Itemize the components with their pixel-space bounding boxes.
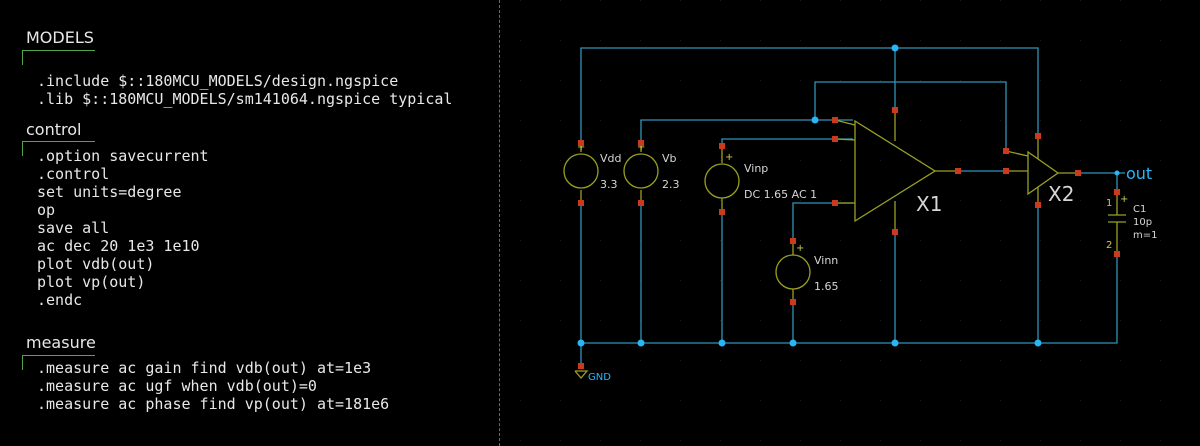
- code-line: .lib $::180MCU_MODELS/sm141064.ngspice t…: [37, 90, 453, 108]
- vinp-name: Vinp: [744, 162, 768, 175]
- section-underline: [22, 355, 95, 370]
- code-line: plot vdb(out): [37, 255, 155, 273]
- code-line: set units=degree: [37, 183, 182, 201]
- vb-source-circle: [623, 153, 659, 189]
- code-line: op: [37, 201, 56, 219]
- x2-pin-line: [1005, 150, 1029, 157]
- code-line: ac dec 20 1e3 1e10: [37, 237, 200, 255]
- models-code-block: .include $::180MCU_MODELS/design.ngspice…: [37, 72, 452, 108]
- x1-pin-line: [834, 119, 856, 126]
- vb-name: Vb: [662, 152, 677, 165]
- gnd-net-label: GND: [588, 372, 611, 383]
- section-title-control: control: [26, 120, 82, 139]
- vb-value: 2.3: [662, 178, 680, 191]
- c1-pin2-label: 2: [1106, 240, 1112, 251]
- x2-buffer-triangle: [1027, 150, 1060, 196]
- code-line: .measure ac phase find vp(out) at=181e6: [37, 395, 390, 413]
- component-symbols: + + + + +: [563, 110, 1128, 379]
- vdd-rail: [580, 47, 1039, 143]
- vinn-value: 1.65: [814, 280, 839, 293]
- code-line: .option savecurrent: [37, 147, 209, 165]
- out-net-label: out: [1126, 164, 1152, 183]
- netlist-panel: MODELS .include $::180MCU_MODELS/design.…: [0, 0, 500, 446]
- c1-name: C1: [1133, 204, 1146, 215]
- vdd-source-circle: [563, 153, 599, 189]
- plus-sign: +: [637, 142, 645, 153]
- x1-label: X1: [916, 192, 942, 216]
- junction-nodes: [577, 44, 1120, 347]
- section-underline: [22, 50, 95, 65]
- x2-label: X2: [1048, 182, 1074, 206]
- vdd-value: 3.3: [600, 178, 618, 191]
- vb-wire: [640, 119, 853, 143]
- vb-to-x2-wire: [814, 81, 1007, 151]
- plus-sign: +: [1120, 194, 1128, 205]
- code-line: .measure ac gain find vdb(out) at=1e3: [37, 359, 372, 377]
- measure-code-block: .measure ac gain find vdb(out) at=1e3.me…: [37, 359, 389, 413]
- code-line: .measure ac ugf when vdb(out)=0: [37, 377, 317, 395]
- section-title-models: MODELS: [26, 28, 94, 47]
- pin-markers: [578, 107, 1120, 369]
- vinp-value: DC 1.65 AC 1: [744, 188, 817, 201]
- x1-opamp-triangle: [854, 119, 937, 223]
- schematic-canvas[interactable]: + + + + + Vdd 3.3 Vb 2.3 Vinp DC 1.65 AC: [500, 0, 1200, 446]
- plus-sign: +: [577, 142, 585, 153]
- code-line: .control: [37, 165, 110, 183]
- code-line: .endc: [37, 291, 83, 309]
- component-labels: Vdd 3.3 Vb 2.3 Vinp DC 1.65 AC 1 Vinn 1.…: [588, 152, 1157, 383]
- x1-pin-line: [834, 138, 856, 141]
- code-line: save all: [37, 219, 110, 237]
- c1-multiplier: m=1: [1133, 230, 1157, 241]
- ground-rail: [580, 203, 1118, 344]
- code-line: .include $::180MCU_MODELS/design.ngspice: [37, 72, 399, 90]
- panel-divider: [499, 0, 501, 446]
- vdd-name: Vdd: [600, 152, 622, 165]
- grid-background: [500, 0, 1200, 446]
- c1-value: 10p: [1133, 217, 1152, 228]
- vinn-name: Vinn: [814, 254, 838, 267]
- section-title-measure: measure: [26, 333, 96, 352]
- section-underline: [22, 141, 95, 156]
- code-line: plot vp(out): [37, 273, 146, 291]
- gnd-symbol: [574, 370, 589, 379]
- c1-pin1-label: 1: [1106, 198, 1112, 209]
- plus-sign: +: [725, 152, 733, 163]
- plus-sign: +: [796, 243, 804, 254]
